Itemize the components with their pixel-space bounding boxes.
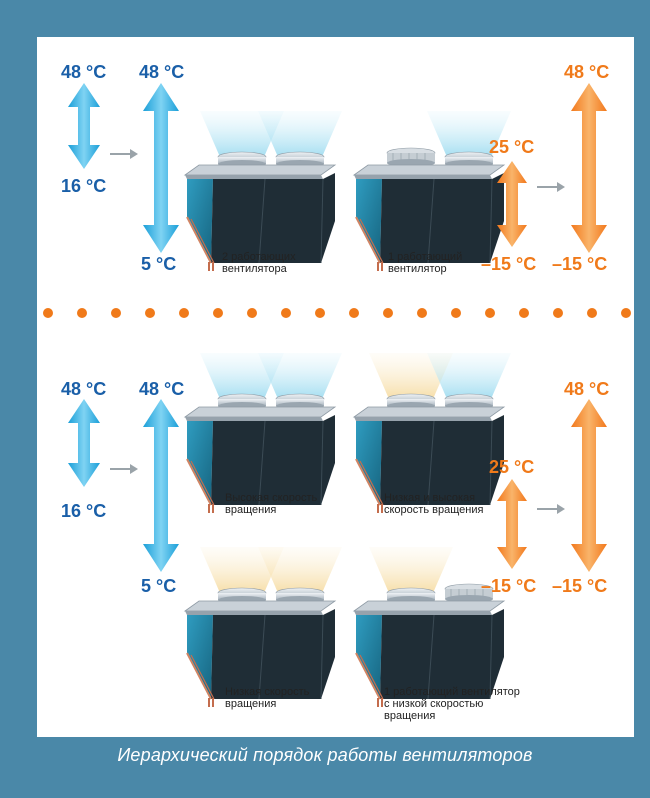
top-left-arrow-top-label: 48 °C bbox=[61, 62, 106, 82]
top-unit-one-fan bbox=[353, 111, 511, 272]
bottom-unit-low-high-speed-label: Низкая и высокая скорость вращения bbox=[384, 492, 483, 516]
bottom-gray-arrow bbox=[110, 464, 138, 474]
top-tall-blue-top-label: 48 °C bbox=[139, 62, 184, 82]
top-unit-two-fans bbox=[184, 111, 342, 272]
diagram-panel: 48 °C 16 °C 48 °C 5 °C 2 рабо bbox=[37, 37, 634, 737]
top-unit-two-fans-label: 2 работающих вентилятора bbox=[222, 251, 299, 275]
top-gray-arrow-right bbox=[537, 182, 565, 192]
bottom-tall-blue-arrow bbox=[143, 399, 179, 572]
bottom-tall-orange-arrow bbox=[571, 399, 607, 572]
bottom-unit-high-speed bbox=[184, 353, 342, 514]
top-unit-one-fan-label: 1 работающий вентилятор bbox=[388, 251, 465, 275]
section-divider-dots bbox=[43, 308, 631, 318]
bottom-section: 48 °C 16 °C 48 °C 5 °C Высока bbox=[61, 353, 609, 722]
bottom-unit-one-fan-low-speed-label: 1 работающий вентилятор с низкой скорост… bbox=[384, 686, 523, 722]
top-small-orange-top-label: 25 °C bbox=[489, 137, 534, 157]
top-tall-orange-arrow bbox=[571, 83, 607, 253]
bottom-tall-blue-top-label: 48 °C bbox=[139, 379, 184, 399]
bottom-small-orange-top-label: 25 °C bbox=[489, 457, 534, 477]
bottom-unit-low-high-speed bbox=[353, 353, 511, 514]
bottom-gray-arrow-right bbox=[537, 504, 565, 514]
bottom-unit-high-speed-label: Высокая скорость вращения bbox=[225, 492, 320, 516]
bottom-small-orange-bottom-label: –15 °C bbox=[481, 576, 536, 596]
bottom-unit-low-speed-label: Низкая скорость вращения bbox=[225, 686, 312, 710]
bottom-tall-orange-bottom-label: –15 °C bbox=[552, 576, 607, 596]
bottom-unit-low-speed bbox=[184, 547, 342, 708]
top-small-orange-arrow bbox=[497, 161, 527, 247]
top-small-orange-bottom-label: –15 °C bbox=[481, 254, 536, 274]
top-left-arrow-bottom-label: 16 °C bbox=[61, 176, 106, 196]
bottom-left-arrow-top-label: 48 °C bbox=[61, 379, 106, 399]
bottom-left-temp-range-arrow bbox=[68, 399, 100, 487]
top-tall-orange-bottom-label: –15 °C bbox=[552, 254, 607, 274]
bottom-small-orange-arrow bbox=[497, 479, 527, 569]
bottom-left-arrow-bottom-label: 16 °C bbox=[61, 501, 106, 521]
bottom-tall-orange-top-label: 48 °C bbox=[564, 379, 609, 399]
bottom-unit-one-fan-low-speed bbox=[353, 547, 505, 708]
top-section: 48 °C 16 °C 48 °C 5 °C 2 рабо bbox=[61, 62, 609, 275]
top-tall-blue-arrow bbox=[143, 83, 179, 253]
figure-caption: Иерархический порядок работы вентиляторо… bbox=[117, 745, 533, 765]
top-tall-orange-top-label: 48 °C bbox=[564, 62, 609, 82]
fan-hierarchy-diagram: 48 °C 16 °C 48 °C 5 °C 2 рабо bbox=[43, 62, 631, 722]
top-gray-arrow bbox=[110, 149, 138, 159]
top-left-temp-range-arrow bbox=[68, 83, 100, 169]
top-tall-blue-bottom-label: 5 °C bbox=[141, 254, 176, 274]
bottom-tall-blue-bottom-label: 5 °C bbox=[141, 576, 176, 596]
